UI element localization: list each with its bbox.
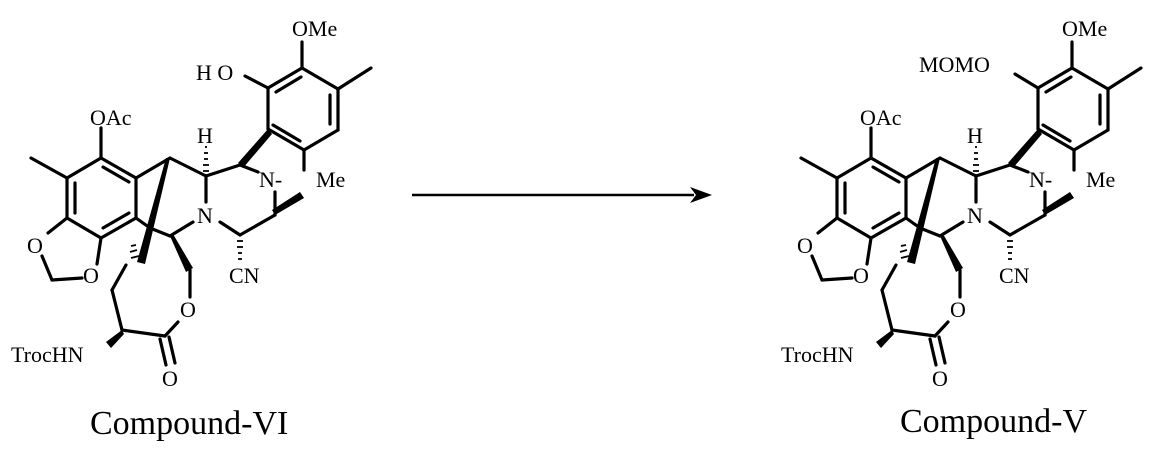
label-ome: OMe xyxy=(1062,16,1107,41)
label-phenol: H O xyxy=(196,60,233,85)
label-me: Me xyxy=(316,167,345,192)
label-ome: OMe xyxy=(292,16,337,41)
label-cn: CN xyxy=(229,263,260,288)
arrowhead-icon xyxy=(690,187,712,203)
label-o-dioxole-1: O xyxy=(797,233,813,258)
label-cn: CN xyxy=(999,263,1030,288)
label-o-dioxole-2: O xyxy=(853,263,869,288)
label-o-ester: O xyxy=(950,297,966,322)
label-o-dioxole-1: O xyxy=(27,233,43,258)
label-oac: OAc xyxy=(90,105,132,130)
label-o-dioxole-2: O xyxy=(83,263,99,288)
product-caption: Compound-V xyxy=(900,403,1087,440)
label-n-methyl: N- xyxy=(1029,167,1052,192)
label-n-ring: N xyxy=(197,203,213,228)
label-me: Me xyxy=(1086,167,1115,192)
label-n-ring: N xyxy=(967,203,983,228)
label-oac: OAc xyxy=(860,105,902,130)
label-o-ester: O xyxy=(180,297,196,322)
compound-vi-structure: OMe H O OAc H N- Me N CN O O O O TrocHN xyxy=(11,16,373,391)
label-h: H xyxy=(197,123,213,148)
label-h: H xyxy=(967,123,983,148)
label-o-carbonyl: O xyxy=(162,366,178,391)
label-n-methyl: N- xyxy=(259,167,282,192)
label-amine: TrocHN xyxy=(11,342,84,367)
label-amine: TrocHN xyxy=(781,342,854,367)
reactant-caption: Compound-VI xyxy=(90,405,289,442)
label-phenol: MOMO xyxy=(919,52,990,77)
label-o-carbonyl: O xyxy=(932,366,948,391)
